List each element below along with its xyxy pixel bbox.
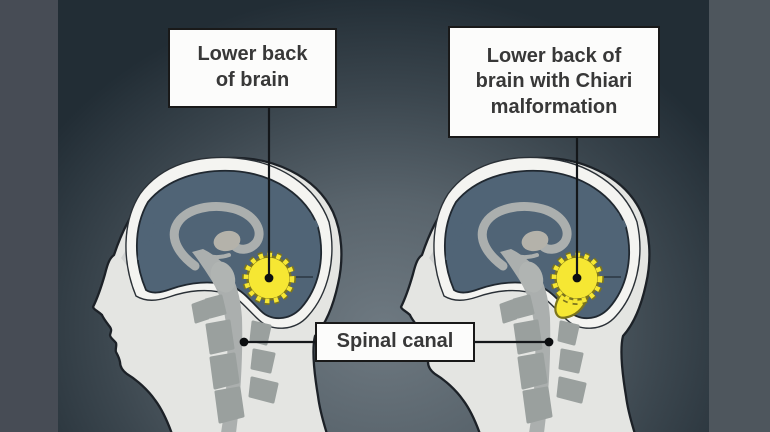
label-chiari-malformation: Lower back of brain with Chiari malforma…	[448, 26, 660, 138]
head-profile-normal	[93, 157, 341, 432]
label-spinal-canal: Spinal canal	[315, 322, 475, 362]
label-line: Lower back of	[486, 44, 622, 67]
label-line: Spinal canal	[336, 330, 454, 353]
marker-dot-cerebellum-herniated	[572, 273, 582, 283]
label-line: malformation	[490, 95, 618, 118]
label-lower-back-of-brain: Lower back of brain	[168, 28, 337, 108]
connector-lines	[244, 106, 579, 344]
marker-dots	[239, 273, 582, 347]
marker-dot-spinal-right	[544, 337, 554, 347]
label-line: brain with Chiari	[475, 70, 633, 93]
label-line: of brain	[215, 69, 290, 91]
marker-dot-spinal-left	[239, 337, 249, 347]
right-gutter-strip	[709, 0, 770, 432]
marker-dot-cerebellum-normal	[264, 273, 274, 283]
cerebellum-herniated	[550, 251, 604, 319]
label-line: Lower back	[197, 43, 308, 66]
left-gutter-strip	[0, 0, 58, 432]
head-profile-chiari	[401, 157, 649, 432]
